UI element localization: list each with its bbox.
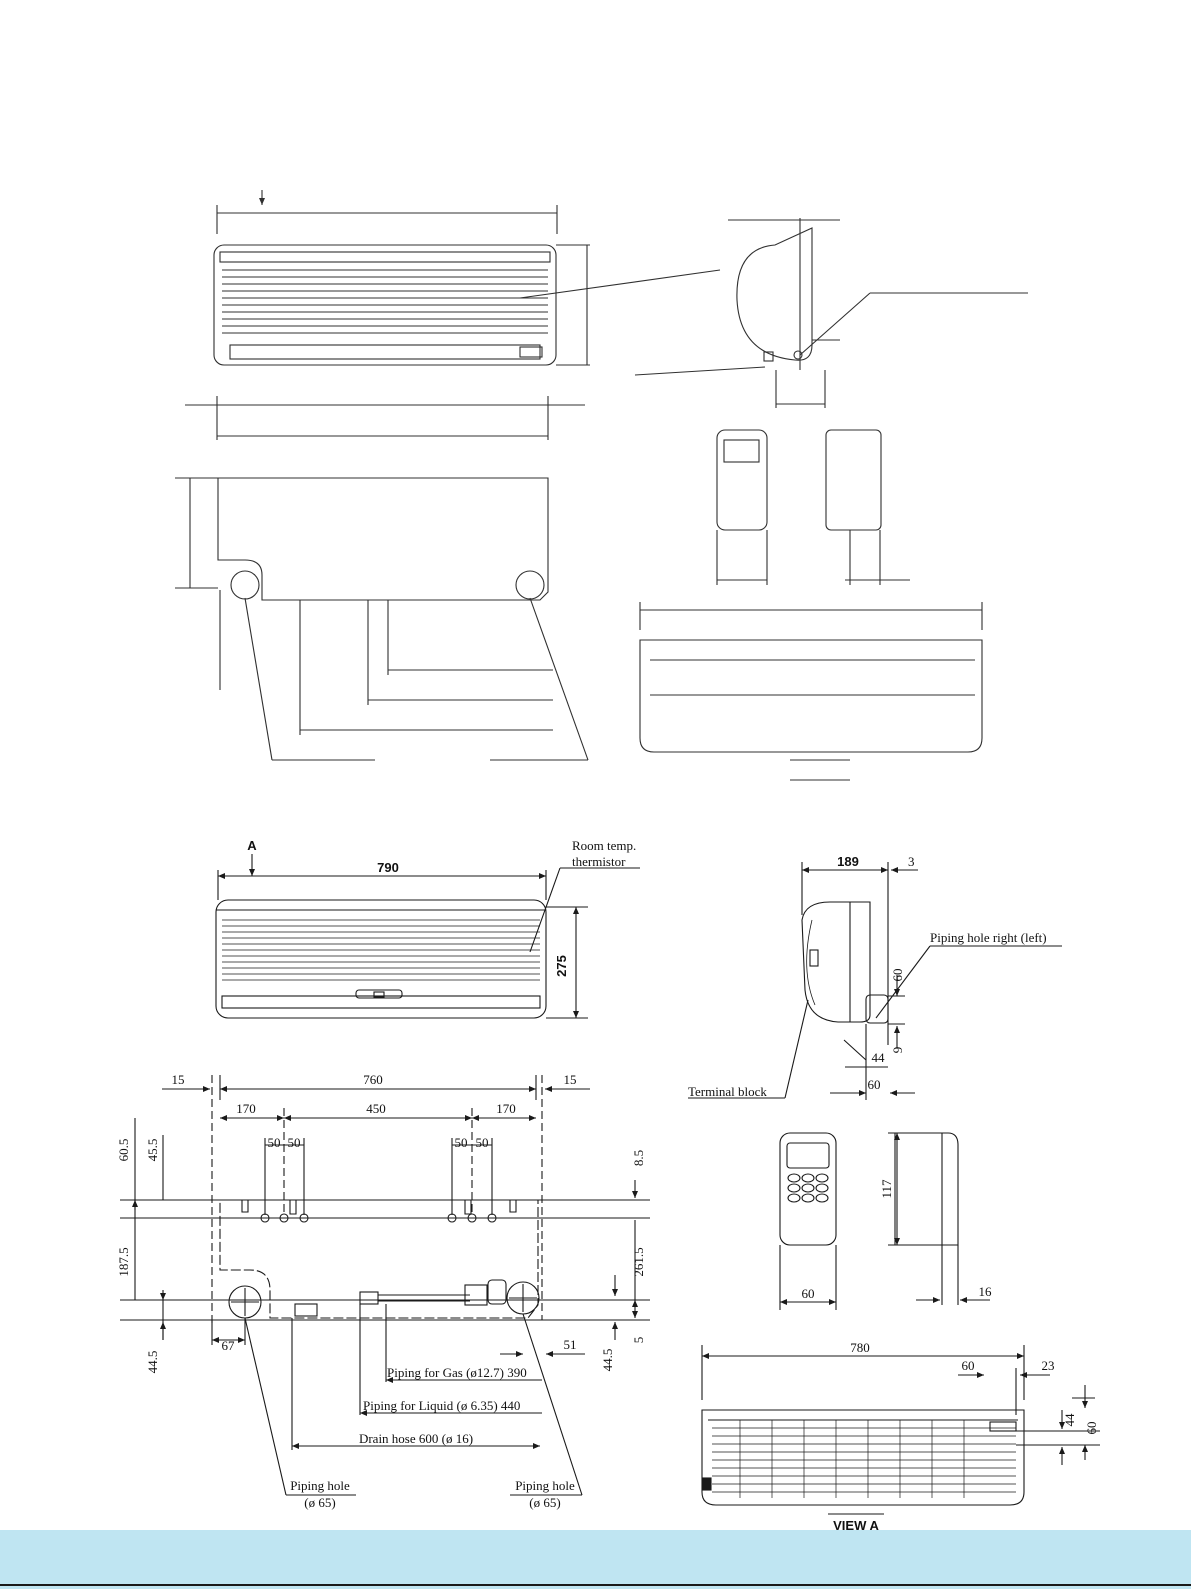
view-a-arrow-label: A: [247, 838, 257, 853]
left-margin-dim: 15: [172, 1072, 185, 1087]
dim-51: 51: [564, 1337, 577, 1352]
dim-44-5-right: 44.5: [600, 1349, 615, 1372]
front-height-dim: 275: [554, 955, 569, 977]
view-a-23-dim: 23: [1042, 1358, 1055, 1373]
liquid-pipe-label: Piping for Liquid (ø 6.35) 440: [363, 1398, 520, 1413]
view-a-60-dim: 60: [962, 1358, 975, 1373]
right-margin-dim: 15: [564, 1072, 577, 1087]
footer-band: [0, 1530, 1191, 1589]
remote-thickness-dim: 16: [979, 1284, 993, 1299]
footer-rule: [0, 1584, 1191, 1586]
piping-hole-right-size: (ø 65): [529, 1495, 560, 1510]
remote-width-dim: 60: [802, 1286, 815, 1301]
piping-hole-right-label: Piping hole right (left): [930, 930, 1047, 945]
side-gap-dim: 3: [908, 854, 915, 869]
right-seg-dim: 170: [496, 1101, 516, 1116]
mid-seg-dim: 450: [366, 1101, 386, 1116]
side-depth-dim: 189: [837, 854, 859, 869]
terminal-block-label: Terminal block: [688, 1084, 767, 1099]
dim-60-5: 60.5: [116, 1139, 131, 1162]
dim-187-5: 187.5: [116, 1247, 131, 1276]
hole-spacing-d: 50: [476, 1135, 489, 1150]
front-width-dim: 790: [377, 860, 399, 875]
side-60-dim: 60: [868, 1077, 881, 1092]
side-hole-height-dim: 60: [890, 969, 905, 982]
front-view: [215, 854, 640, 1019]
view-a-44-dim: 44: [1062, 1413, 1077, 1427]
side-hole-offset-dim: 9: [890, 1047, 905, 1054]
view-a-width-dim: 780: [850, 1340, 870, 1355]
left-seg-dim: 170: [236, 1101, 256, 1116]
dim-67: 67: [222, 1338, 236, 1353]
ghost-drawing-top: [175, 190, 1028, 781]
gas-pipe-label: Piping for Gas (ø12.7) 390: [387, 1365, 527, 1380]
hole-spacing-a: 50: [268, 1135, 281, 1150]
room-temp-label: Room temp.: [572, 838, 636, 853]
piping-hole-right-label: Piping hole: [515, 1478, 575, 1493]
piping-hole-left-label: Piping hole: [290, 1478, 350, 1493]
thermistor-label: thermistor: [572, 854, 626, 869]
side-44-dim: 44: [872, 1050, 886, 1065]
view-a-caption: VIEW A: [833, 1518, 879, 1533]
side-view: [688, 862, 1062, 1100]
back-view: [120, 1075, 650, 1496]
dim-8-5: 8.5: [631, 1150, 646, 1166]
view-a: [701, 1345, 1100, 1515]
piping-hole-left-size: (ø 65): [304, 1495, 335, 1510]
dim-5: 5: [631, 1337, 646, 1344]
dim-44-5-left: 44.5: [145, 1351, 160, 1374]
hole-spacing-b: 50: [288, 1135, 301, 1150]
total-width-dim: 760: [363, 1072, 383, 1087]
remote-controller: [779, 1132, 990, 1310]
dim-45-5: 45.5: [145, 1139, 160, 1162]
view-a-60v-dim: 60: [1084, 1422, 1099, 1435]
hole-spacing-c: 50: [455, 1135, 468, 1150]
dim-261-5: 261.5: [631, 1247, 646, 1276]
drain-hose-label: Drain hose 600 (ø 16): [359, 1431, 473, 1446]
remote-height-dim: 117: [879, 1179, 894, 1199]
